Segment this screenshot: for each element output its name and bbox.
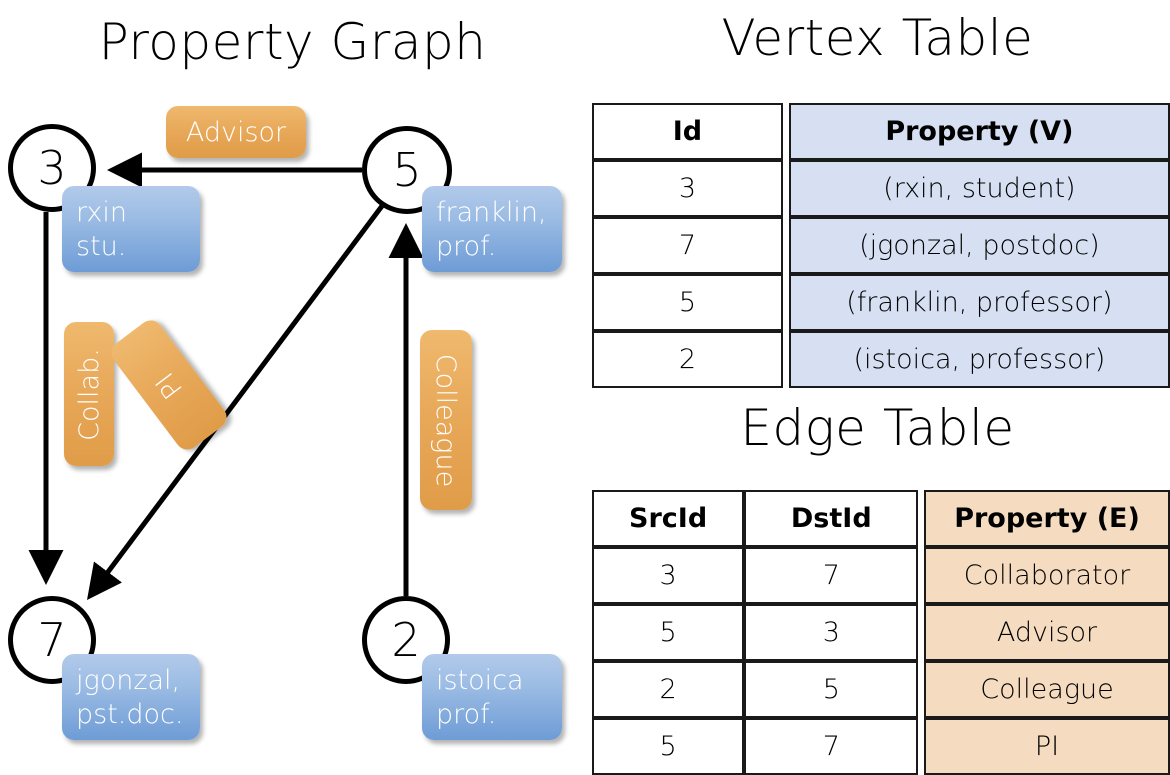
edge-cell-srcid: 2 bbox=[592, 661, 745, 718]
edge-cell-dstid: 5 bbox=[744, 661, 919, 718]
vertex-table: Id Property (V) 3 (rxin, student) 7 (jgo… bbox=[592, 103, 1170, 388]
vertex-table-header-id: Id bbox=[592, 103, 783, 160]
page-title-property-graph: Property Graph bbox=[98, 13, 487, 71]
graph-node-3-label: 3 bbox=[37, 141, 67, 195]
vertex-cell-id: 5 bbox=[592, 274, 783, 331]
edge-cell-property: Colleague bbox=[924, 661, 1170, 718]
graph-node-5-label: 5 bbox=[392, 143, 422, 197]
vertex-cell-id: 2 bbox=[592, 331, 783, 388]
edge-label-pi-text: PI bbox=[149, 365, 189, 405]
node-property-callout-istoica: istoica prof. bbox=[422, 654, 562, 740]
edge-table-header-property: Property (E) bbox=[924, 490, 1170, 547]
edge-cell-property: Advisor bbox=[924, 604, 1170, 661]
table-row: 5 (franklin, professor) bbox=[592, 274, 1170, 331]
vertex-table-header-row: Id Property (V) bbox=[592, 103, 1170, 160]
node-property-callout-jgonzal: jgonzal, pst.doc. bbox=[62, 654, 200, 740]
edge-cell-srcid: 5 bbox=[592, 718, 745, 775]
edge-table: SrcId DstId Property (E) 3 7 Collaborato… bbox=[592, 490, 1170, 775]
page-title-vertex-table: Vertex Table bbox=[721, 9, 1034, 67]
table-row: 7 (jgonzal, postdoc) bbox=[592, 217, 1170, 274]
edge-label-collaborator: Collab. bbox=[64, 322, 114, 466]
graph-node-2-label: 2 bbox=[391, 613, 421, 667]
node-property-callout-franklin: franklin, prof. bbox=[422, 186, 562, 272]
vertex-cell-id: 7 bbox=[592, 217, 783, 274]
property-graph-diagram: 3 5 7 2 rxin stu. franklin, prof. jgonza… bbox=[0, 0, 585, 760]
graph-node-2[interactable]: 2 bbox=[362, 596, 450, 684]
edge-line-5-to-7 bbox=[87, 204, 385, 601]
edge-table-header-dstid: DstId bbox=[744, 490, 919, 547]
edge-cell-srcid: 5 bbox=[592, 604, 745, 661]
edge-cell-property: Collaborator bbox=[924, 547, 1170, 604]
table-row: 5 3 Advisor bbox=[592, 604, 1170, 661]
table-row: 3 (rxin, student) bbox=[592, 160, 1170, 217]
edge-cell-srcid: 3 bbox=[592, 547, 745, 604]
vertex-cell-property: (istoica, professor) bbox=[788, 331, 1170, 388]
vertex-cell-property: (jgonzal, postdoc) bbox=[788, 217, 1170, 274]
edge-label-colleague: Colleague bbox=[420, 330, 472, 510]
edge-cell-dstid: 7 bbox=[744, 718, 919, 775]
table-row: 2 (istoica, professor) bbox=[592, 331, 1170, 388]
vertex-cell-property: (franklin, professor) bbox=[788, 274, 1170, 331]
table-row: 3 7 Collaborator bbox=[592, 547, 1170, 604]
edge-label-advisor-text: Advisor bbox=[185, 116, 287, 148]
table-row: 5 7 PI bbox=[592, 718, 1170, 775]
edge-label-collaborator-text: Collab. bbox=[73, 347, 105, 441]
vertex-cell-id: 3 bbox=[592, 160, 783, 217]
vertex-cell-property: (rxin, student) bbox=[788, 160, 1170, 217]
vertex-table-header-property: Property (V) bbox=[788, 103, 1170, 160]
edge-label-advisor: Advisor bbox=[166, 106, 306, 158]
edge-label-colleague-text: Colleague bbox=[430, 353, 462, 487]
edge-cell-dstid: 7 bbox=[744, 547, 919, 604]
edge-table-header-row: SrcId DstId Property (E) bbox=[592, 490, 1170, 547]
table-row: 2 5 Colleague bbox=[592, 661, 1170, 718]
page-title-edge-table: Edge Table bbox=[740, 399, 1015, 457]
edge-table-header-srcid: SrcId bbox=[592, 490, 745, 547]
node-property-callout-rxin: rxin stu. bbox=[62, 186, 200, 272]
edge-cell-property: PI bbox=[924, 718, 1170, 775]
graph-node-7-label: 7 bbox=[37, 613, 67, 667]
edge-cell-dstid: 3 bbox=[744, 604, 919, 661]
graph-edge-lines bbox=[28, 152, 424, 601]
graph-node-5[interactable]: 5 bbox=[362, 126, 452, 214]
